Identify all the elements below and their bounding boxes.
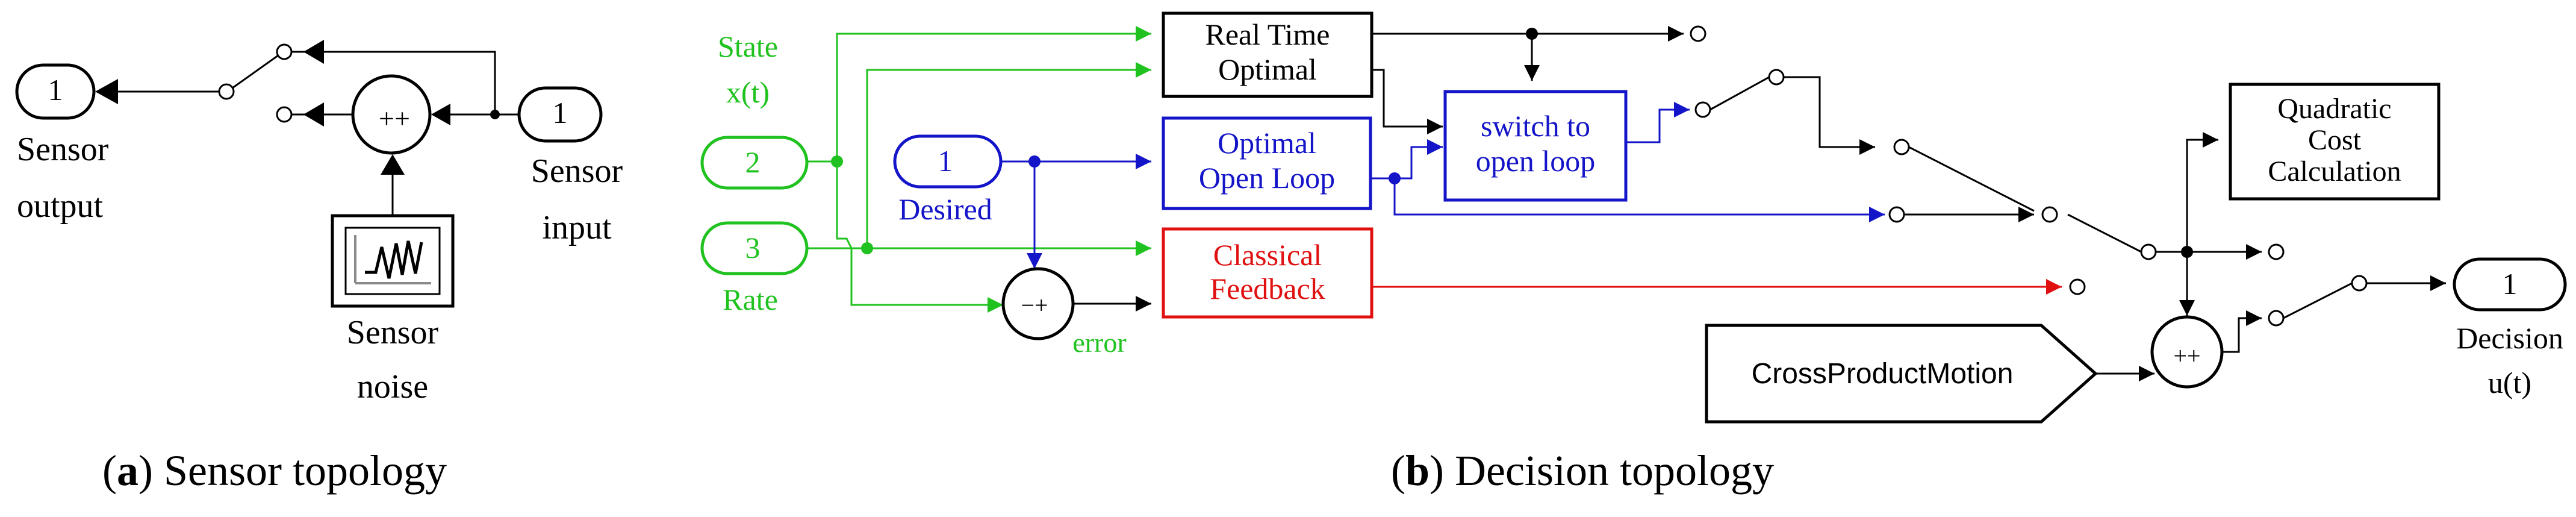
switch-upper-arrowhead	[303, 40, 324, 64]
state-inport-number: 2	[745, 145, 761, 179]
band-limited-noise-icon	[344, 227, 441, 295]
rate-branch-point	[861, 242, 873, 254]
classical-feedback-line1: Classical	[1213, 238, 1322, 272]
optimal-open-loop-block[interactable]	[1162, 116, 1372, 210]
switch-terminal-lower	[276, 106, 293, 123]
decision-label-line2: u(t)	[2488, 366, 2531, 400]
rto-branch-point	[1526, 28, 1538, 40]
decision-label-line1: Decision	[2456, 321, 2563, 355]
panel-a-caption: (a) Sensor topology	[102, 446, 447, 495]
optimal-open-loop-line2: Open Loop	[1199, 161, 1335, 195]
sensor-output-arrowhead	[95, 79, 118, 104]
rate-inport-number: 3	[745, 231, 761, 265]
quadratic-cost-line2: Cost	[2308, 124, 2362, 156]
panel-a-caption-text: Sensor topology	[153, 446, 447, 495]
classical-feedback-line2: Feedback	[1210, 272, 1325, 306]
panel-a-sensor-topology: 1 Sensor output ++ 1 Sensor input	[15, 40, 623, 495]
open-loop-branch-point	[1389, 172, 1401, 184]
quadratic-cost-line3: Calculation	[2268, 155, 2401, 187]
switch-to-open-loop-line2: open loop	[1476, 144, 1596, 178]
input-bypass-wire	[326, 51, 496, 114]
optimal-open-loop-line1: Optimal	[1218, 126, 1316, 160]
panel-b-caption-letter: b	[1405, 446, 1430, 495]
sensor-input-label-line2: input	[542, 209, 612, 246]
quadratic-cost-line1: Quadratic	[2277, 93, 2391, 125]
sensor-noise-label-line2: noise	[357, 368, 428, 406]
sum-input-arrowhead	[431, 104, 450, 125]
rate-inport[interactable]	[700, 221, 809, 275]
sensor-output-label-line1: Sensor	[17, 131, 109, 168]
switch-to-open-loop-line1: switch to	[1481, 109, 1590, 143]
noise-arrowhead	[381, 154, 405, 175]
state-label-line1: State	[718, 30, 778, 63]
decision-outport-number: 1	[2503, 267, 2518, 301]
rate-label: Rate	[723, 283, 778, 316]
output-sum-block[interactable]	[2150, 315, 2224, 389]
sensor-sum-signs: ++	[379, 103, 410, 134]
sensor-input-label-line1: Sensor	[531, 152, 623, 190]
error-label: error	[1072, 327, 1126, 358]
real-time-optimal-line1: Real Time	[1206, 17, 1330, 51]
panel-b-caption: (b) Decision topology	[1391, 446, 1774, 495]
error-sum-signs: −+	[1021, 292, 1048, 319]
panel-b-decision-topology: State x(t) Rate 2 3 1 Desired	[700, 11, 2567, 495]
desired-branch-point	[1028, 155, 1041, 168]
switch-to-open-loop-block[interactable]	[1443, 90, 1628, 202]
sensor-input-port-number: 1	[553, 96, 568, 130]
quadratic-cost-block[interactable]	[2229, 83, 2441, 201]
classical-feedback-block[interactable]	[1162, 227, 1374, 319]
cost-branch-point	[2181, 246, 2193, 258]
output-sum-signs: ++	[2173, 342, 2200, 369]
decision-outport[interactable]	[2453, 257, 2567, 312]
state-label-line2: x(t)	[726, 75, 770, 109]
sensor-output-port[interactable]	[15, 63, 96, 120]
real-time-optimal-block[interactable]	[1162, 11, 1374, 98]
switch-terminals-b	[1690, 25, 2368, 327]
state-branch-point	[831, 155, 843, 168]
panel-a-caption-letter: a	[117, 446, 138, 495]
switch-terminal-upper	[276, 43, 293, 60]
cross-product-motion-label: CrossProductMotion	[1752, 358, 2014, 390]
sensor-input-port[interactable]	[517, 86, 603, 143]
switch-lower-arrowhead	[303, 102, 324, 127]
blue-signal-wires	[1001, 102, 1885, 269]
desired-label: Desired	[898, 192, 992, 226]
sensor-noise-label-line1: Sensor	[347, 314, 439, 351]
sensor-output-port-number: 1	[48, 73, 63, 107]
switch-terminal-common	[218, 83, 235, 100]
desired-inport-number: 1	[938, 144, 953, 178]
switch-lever[interactable]	[232, 54, 279, 89]
sensor-output-label-line2: output	[17, 187, 104, 225]
state-inport[interactable]	[700, 136, 809, 190]
green-signal-wires	[807, 26, 1151, 313]
classical-terminal	[2069, 278, 2086, 295]
panel-b-caption-text: Decision topology	[1444, 446, 1774, 495]
cross-product-motion-block[interactable]	[1705, 324, 2098, 424]
real-time-optimal-line2: Optimal	[1218, 52, 1317, 86]
